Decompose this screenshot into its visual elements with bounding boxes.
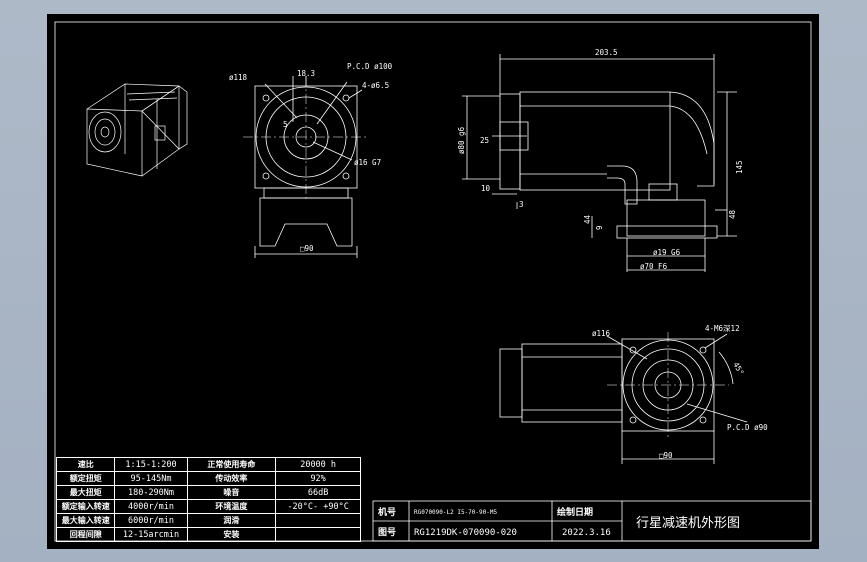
front-dim-pcd: P.C.D ø100	[347, 62, 393, 71]
spec-cell-v1: 95-145Nm	[114, 471, 188, 486]
side-dim-height: 145	[735, 160, 744, 174]
side-dim-10: 10	[481, 184, 491, 193]
drawing-canvas: ø118 18.3 P.C.D ø100 4-ø6.5 ø16 G7 5 □90	[54, 21, 812, 542]
spec-cell-k1: 速比	[55, 457, 116, 472]
title-label-drawing: 图号	[378, 527, 396, 538]
title-label-model: 机号	[378, 506, 396, 518]
motor-dim-pcd: P.C.D ø90	[727, 423, 768, 432]
spec-cell-k1: 最大扭矩	[55, 485, 116, 500]
title-label-date: 绘制日期	[557, 506, 593, 518]
motor-view	[499, 332, 748, 464]
spec-cell-k2: 安装	[186, 527, 277, 542]
side-dim-3: 3	[519, 200, 524, 209]
spec-cell-k2: 正常使用寿命	[186, 457, 277, 472]
drawing-title: 行星减速机外形图	[636, 516, 740, 531]
motor-dim-square: □90	[659, 451, 673, 460]
front-dim-shaft: ø16 G7	[354, 158, 381, 167]
side-dim-base: ø70 F6	[640, 262, 668, 271]
spec-cell-v2	[275, 527, 361, 542]
spec-cell-v2: 66dB	[275, 485, 361, 500]
side-dim-flange: ø80 g6	[457, 126, 466, 154]
front-dim-square: □90	[300, 244, 314, 253]
title-block-frame	[372, 500, 812, 542]
side-dim-9: 9	[595, 225, 604, 230]
spec-cell-k1: 回程间隙	[55, 527, 116, 542]
spec-cell-k1: 最大输入转速	[55, 513, 116, 528]
side-dim-shaft-out: ø19 G6	[653, 248, 681, 257]
motor-dim-angle: 45°	[731, 361, 746, 377]
spec-cell-v2: 20000 h	[275, 457, 361, 472]
spec-cell-v2	[275, 513, 361, 528]
side-dim-44: 44	[583, 214, 592, 224]
spec-cell-k1: 额定扭矩	[55, 471, 116, 486]
front-view	[243, 76, 369, 258]
drawing-sheet: ø118 18.3 P.C.D ø100 4-ø6.5 ø16 G7 5 □90	[47, 14, 819, 549]
spec-cell-v1: 180-290Nm	[114, 485, 188, 500]
spec-cell-v1: 4000r/min	[114, 499, 188, 514]
spec-cell-k2: 传动效率	[186, 471, 277, 486]
isometric-view	[86, 83, 188, 177]
side-view	[462, 54, 737, 272]
motor-dim-holes: 4-M6深12	[705, 324, 740, 333]
title-date: 2022.3.16	[562, 528, 611, 538]
front-dim-holes: 4-ø6.5	[362, 81, 389, 90]
front-dim-bore: 5	[283, 120, 288, 129]
spec-cell-k1: 额定输入转速	[55, 499, 116, 514]
spec-cell-v2: -20°C- +90°C	[275, 499, 361, 514]
side-dim-length: 203.5	[595, 48, 618, 57]
side-dim-25: 25	[480, 136, 489, 145]
motor-dim-dia: ø116	[592, 329, 611, 338]
spec-cell-k2: 环境温度	[186, 499, 277, 514]
spec-cell-k2: 噪音	[186, 485, 277, 500]
spec-cell-k2: 润滑	[186, 513, 277, 528]
title-drawing-no: RG1219DK-070090-020	[414, 528, 517, 538]
front-dim-outer-dia: ø118	[229, 73, 248, 82]
front-dim-offset: 18.3	[297, 69, 315, 78]
spec-cell-v1: 1:15-1:200	[114, 457, 188, 472]
spec-cell-v1: 12-15arcmin	[114, 527, 188, 542]
side-dim-48: 48	[728, 209, 737, 219]
spec-cell-v1: 6000r/min	[114, 513, 188, 528]
title-model-value: RG070090-L2 I5-70-90-M5	[414, 509, 497, 516]
spec-cell-v2: 92%	[275, 471, 361, 486]
